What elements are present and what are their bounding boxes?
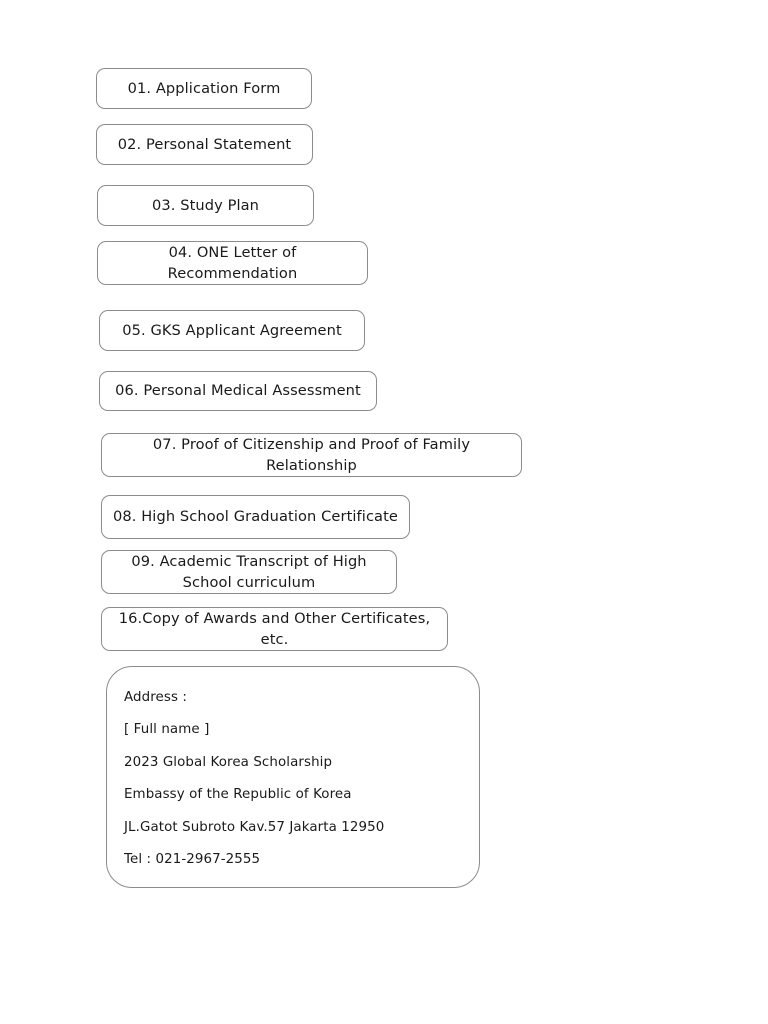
checklist-item-label: 08. High School Graduation Certificate [112,508,399,526]
address-line-heading: Address : [124,690,187,705]
address-line-program: 2023 Global Korea Scholarship [124,754,333,770]
address-line-telephone: Tel : 021-2967-2555 [124,852,261,868]
checklist-item-05[interactable]: 05. GKS Applicant Agreement [99,310,365,351]
checklist-item-04[interactable]: 04. ONE Letter of Recommendation [97,241,368,285]
checklist-item-08[interactable]: 08. High School Graduation Certificate [101,495,410,539]
address-card: Address : [ Full name ] 2023 Global Kore… [106,666,480,888]
address-line-embassy: Embassy of the Republic of Korea [124,787,352,803]
checklist-item-label: 01. Application Form [127,79,281,97]
checklist-item-label: 09. Academic Transcript of High School c… [131,552,367,591]
checklist-item-01[interactable]: 01. Application Form [96,68,312,109]
checklist-item-label: 07. Proof of Citizenship and Proof of Fa… [152,435,471,474]
address-line-full-name: [ Full name ] [124,722,210,738]
checklist-item-label: 04. ONE Letter of Recommendation [167,243,298,282]
checklist-item-label: 03. Study Plan [151,196,260,214]
checklist-item-03[interactable]: 03. Study Plan [97,185,314,226]
checklist-item-07[interactable]: 07. Proof of Citizenship and Proof of Fa… [101,433,522,477]
checklist-item-label: 06. Personal Medical Assessment [115,382,361,400]
checklist-item-09[interactable]: 09. Academic Transcript of High School c… [101,550,397,594]
checklist-item-06[interactable]: 06. Personal Medical Assessment [99,371,377,411]
checklist-item-02[interactable]: 02. Personal Statement [96,124,313,165]
checklist-item-16[interactable]: 16.Copy of Awards and Other Certificates… [101,607,448,651]
checklist-item-label: 16.Copy of Awards and Other Certificates… [118,609,431,648]
checklist-item-label: 05. GKS Applicant Agreement [122,321,342,339]
checklist-item-label: 02. Personal Statement [117,135,292,153]
address-line-street: JL.Gatot Subroto Kav.57 Jakarta 12950 [124,819,385,835]
